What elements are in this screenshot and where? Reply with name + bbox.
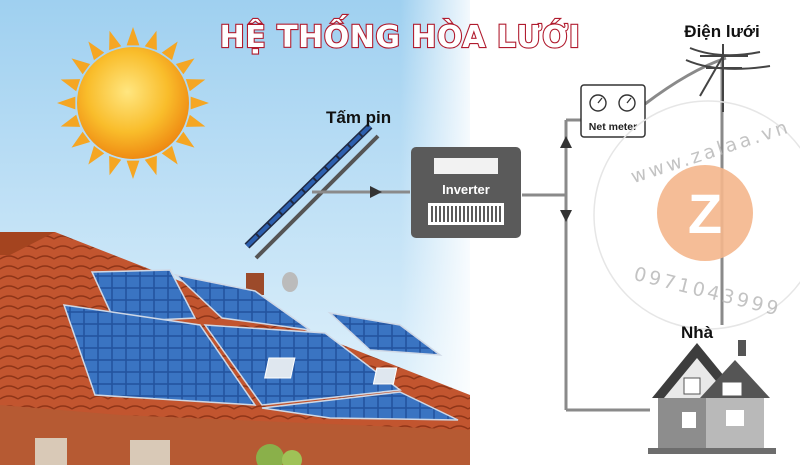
panel-label: Tấm pin	[326, 108, 391, 127]
net-meter-label: Net meter	[589, 121, 637, 133]
sun-ray	[88, 145, 105, 165]
sun-ray	[126, 27, 140, 46]
sun-ray	[60, 114, 81, 127]
sun-ray	[60, 79, 81, 92]
sun-ray	[161, 41, 178, 61]
sun-ray	[126, 160, 140, 179]
sun-ray	[175, 131, 195, 148]
sun-ray	[109, 155, 122, 176]
sun-ray	[71, 131, 91, 148]
sun-ray	[161, 145, 178, 165]
house-label: Nhà	[681, 323, 714, 342]
sun-ray	[109, 30, 122, 51]
sun-ray	[175, 58, 195, 75]
rooftop-photo	[0, 0, 480, 465]
sun-ray	[185, 79, 206, 92]
watermark-logo-letter: Z	[688, 182, 722, 245]
watermark-logo	[657, 165, 753, 261]
sun-ray	[57, 96, 76, 110]
sun-icon	[57, 27, 209, 179]
utility-pole-icon	[685, 44, 771, 112]
net-meter-icon	[580, 84, 646, 138]
house-icon	[648, 340, 776, 454]
solar-panel-icon	[244, 123, 380, 260]
flow-arrows	[370, 136, 572, 222]
sun-ray	[190, 96, 209, 110]
diagram-title: HỆ THỐNG HÒA LƯỚI	[220, 14, 581, 55]
sun-ray	[144, 155, 157, 176]
watermark-phone: 0971043999	[632, 263, 784, 321]
sun-ray	[71, 58, 91, 75]
sun-ray	[185, 114, 206, 127]
grid-label: Điện lưới	[684, 22, 759, 41]
inverter-label: Inverter	[442, 182, 490, 197]
sun-ray	[144, 30, 157, 51]
inverter-icon	[411, 147, 521, 238]
sun-ray	[88, 41, 105, 61]
